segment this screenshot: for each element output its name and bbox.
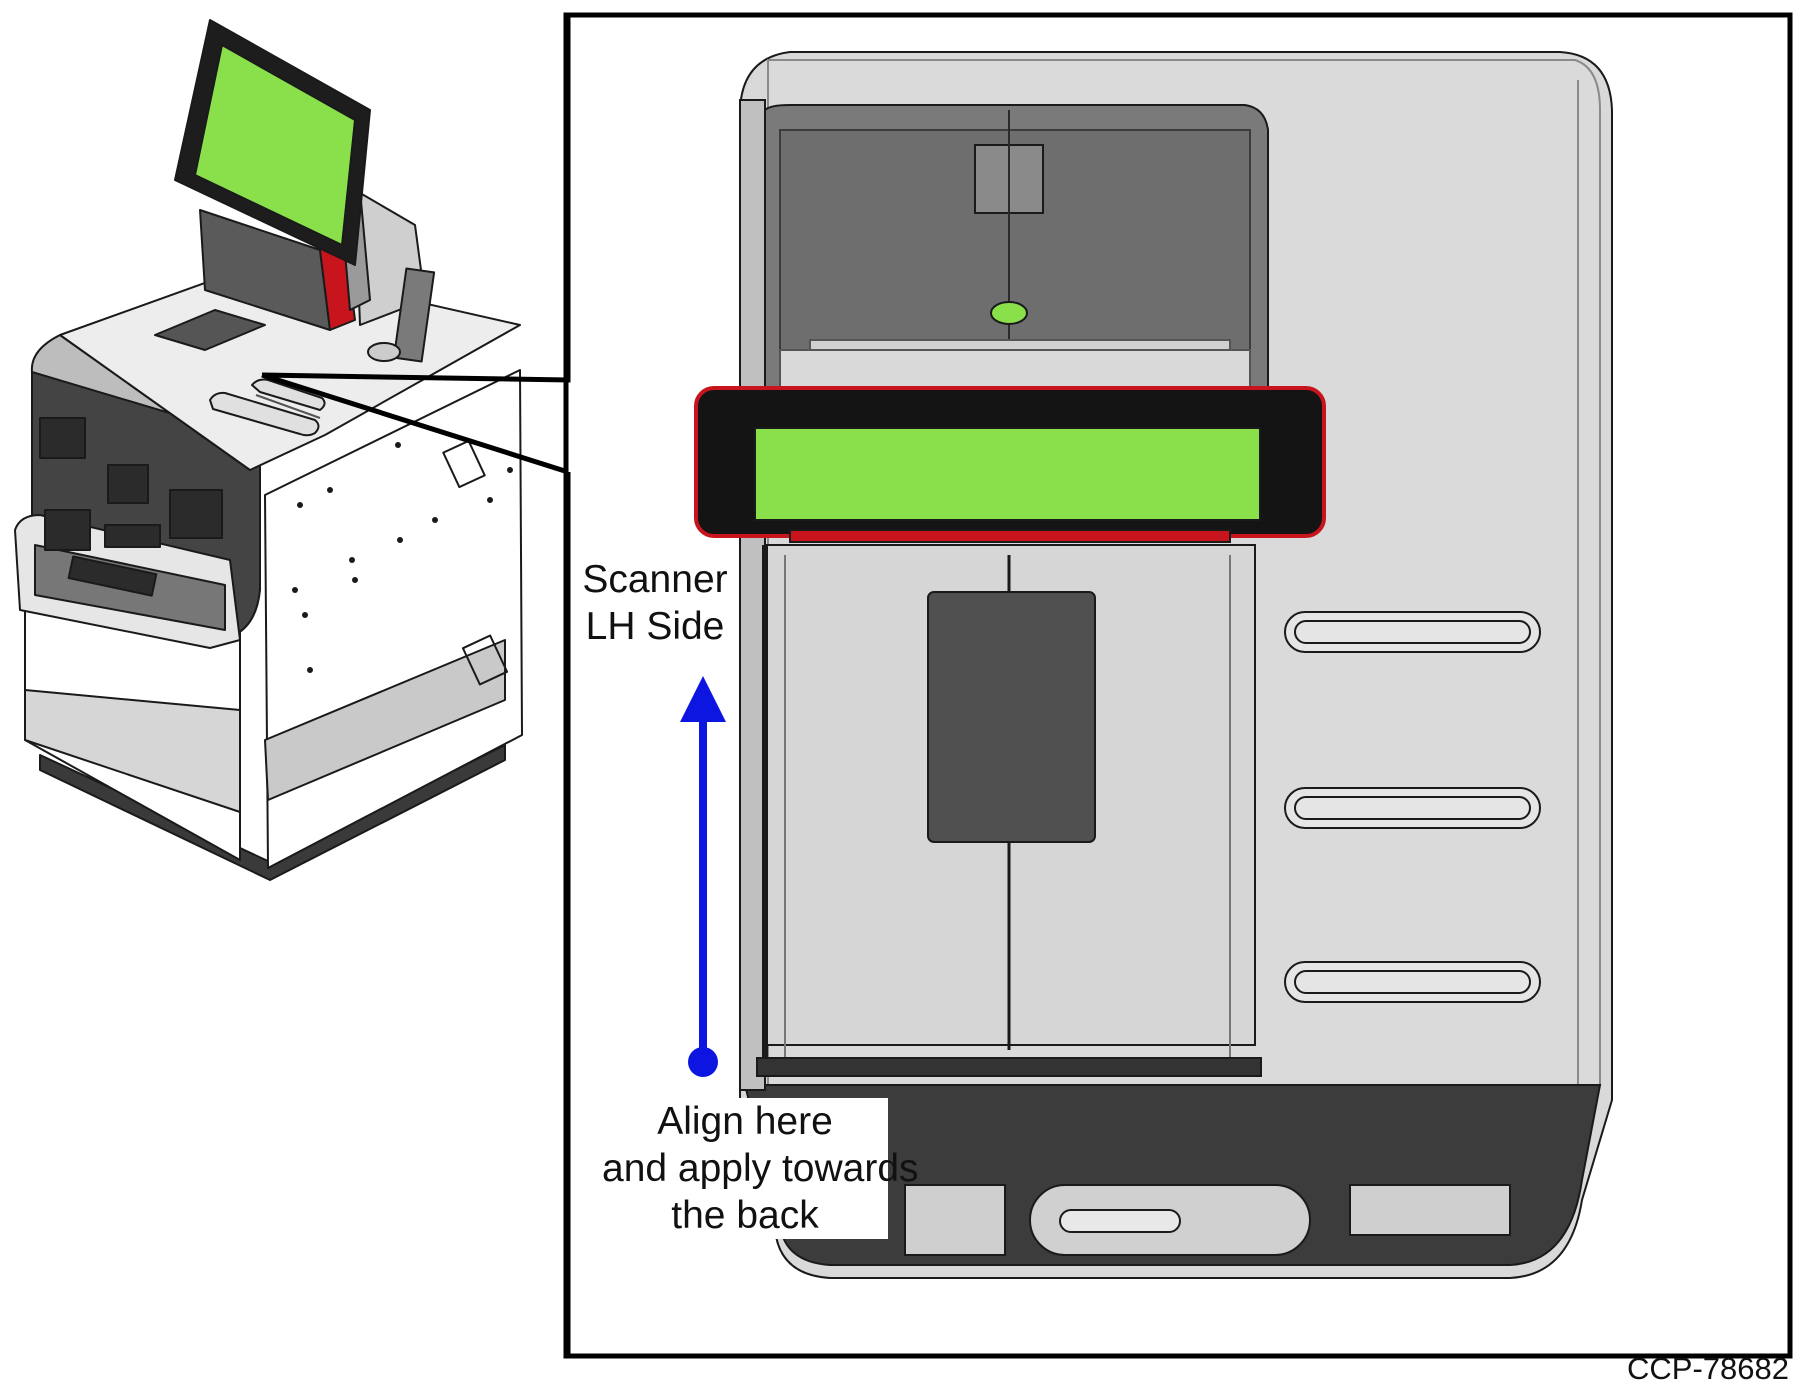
- arrow-head-icon: [680, 676, 726, 722]
- figure-id: CCP-78682: [1627, 1351, 1789, 1386]
- detail-frame: [563, 12, 1793, 1359]
- align-instruction-label: Align here and apply towards the back: [602, 1098, 919, 1239]
- align-instruction-line-3: the back: [671, 1194, 819, 1237]
- alignment-arrow: [680, 676, 726, 1077]
- dot-icon: [688, 1047, 718, 1077]
- align-instruction-line-1: Align here: [657, 1100, 833, 1143]
- kiosk-overview: [14, 19, 523, 881]
- kiosk-top-view: [694, 51, 1613, 1279]
- scanner-side-label-line-1: Scanner: [582, 558, 728, 601]
- scanner-side-label: Scanner LH Side: [580, 556, 730, 650]
- scanner-side-label-line-2: LH Side: [585, 605, 725, 648]
- align-instruction-line-2: and apply towards: [602, 1147, 919, 1190]
